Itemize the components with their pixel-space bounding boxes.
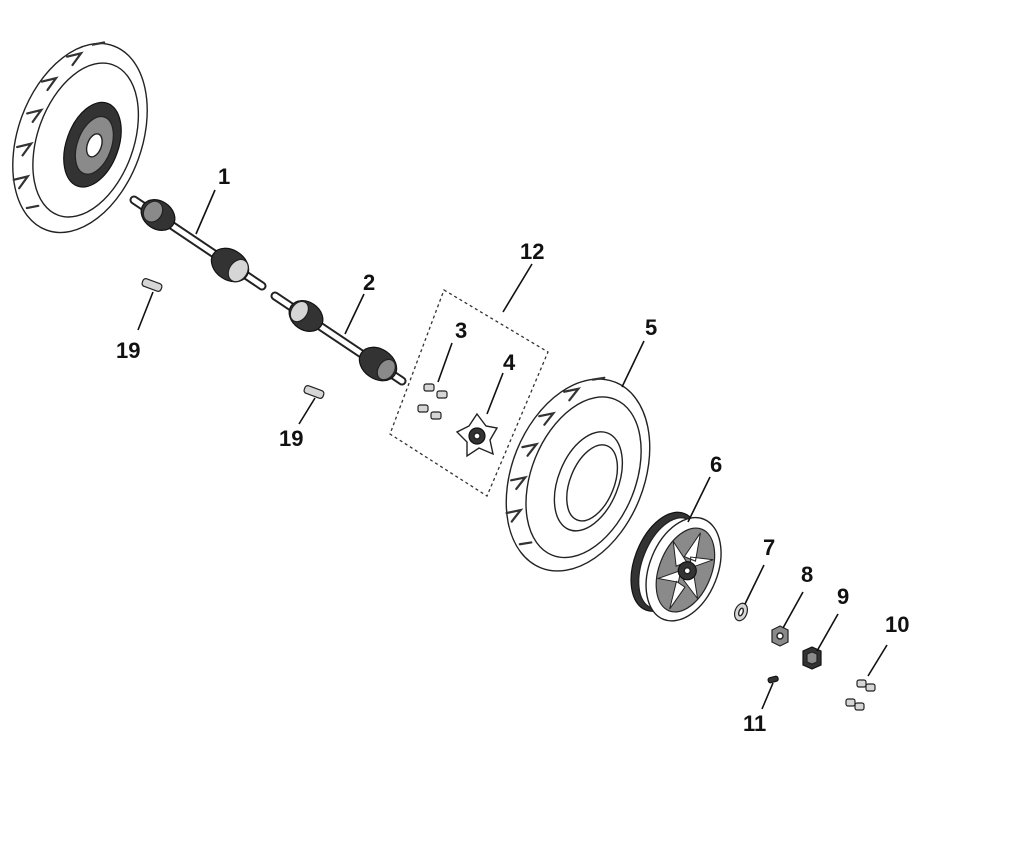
callout-3: 3 <box>455 318 467 343</box>
callout-4: 4 <box>503 350 516 375</box>
drive-axle-1 <box>129 195 267 291</box>
pin-19-lower <box>303 385 325 399</box>
callout-7: 7 <box>763 535 775 560</box>
cap-nut-9 <box>802 646 822 670</box>
callout-11: 11 <box>743 711 766 736</box>
callout-10: 10 <box>885 612 909 637</box>
drive-axle-2 <box>270 291 407 386</box>
leader-lines <box>137 189 888 710</box>
tire-upper-left <box>12 41 148 234</box>
callout-2: 2 <box>363 270 375 295</box>
callout-5: 5 <box>645 315 657 340</box>
callout-19-lower: 19 <box>279 426 303 451</box>
wheel-hub-4 <box>455 412 499 458</box>
pin-19-upper <box>141 278 163 292</box>
callout-9: 9 <box>837 584 849 609</box>
callout-19-upper: 19 <box>116 338 140 363</box>
kit-12-box <box>389 289 549 497</box>
tire-5 <box>505 376 651 572</box>
callout-1: 1 <box>218 164 230 189</box>
callout-12: 12 <box>520 239 544 264</box>
callout-6: 6 <box>710 452 722 477</box>
nut-8 <box>771 625 789 647</box>
washer-7 <box>733 602 749 622</box>
wheel-rim-6 <box>630 511 722 622</box>
lug-nuts-10 <box>845 679 876 711</box>
valve-stem-11 <box>767 675 779 684</box>
callout-8: 8 <box>801 562 813 587</box>
studs-3 <box>417 383 448 420</box>
